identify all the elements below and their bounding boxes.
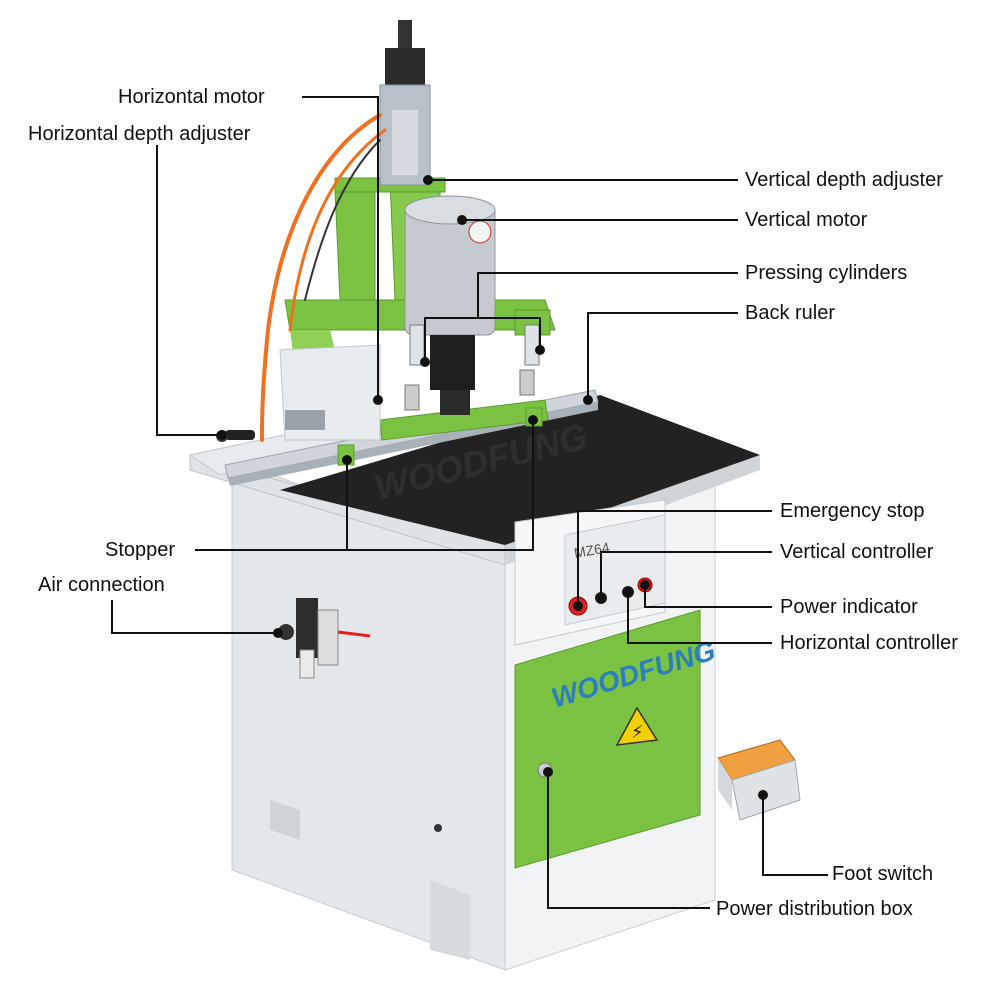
pressing-cylinders [404,324,540,411]
label-power-indicator: Power indicator [780,596,918,618]
label-stopper: Stopper [105,539,176,561]
warning-triangle-icon [615,706,659,746]
label-power-distribution-box: Power distribution box [716,898,913,920]
lightning-icon: ⚡ [631,722,644,742]
label-emergency-stop: Emergency stop [780,500,925,522]
air-hoses [260,113,387,442]
label-vertical-controller: Vertical controller [780,541,934,563]
label-horizontal-motor: Horizontal motor [118,86,265,108]
label-air-connection: Air connection [38,574,165,596]
label-horizontal-controller: Horizontal controller [780,632,958,654]
air-filter-unit [278,598,371,679]
vertical-column [379,20,431,186]
label-horizontal-depth-adjuster: Horizontal depth adjuster [28,123,251,145]
label-back-ruler: Back ruler [745,302,836,324]
label-vertical-depth-adjuster: Vertical depth adjuster [745,169,943,191]
label-pressing-cylinders: Pressing cylinders [745,262,908,284]
label-vertical-motor: Vertical motor [745,209,868,231]
leader-dots [217,175,768,800]
horizontal-motor-body [279,344,381,441]
distribution-box-door: WOODFUNG ⚡ [514,609,719,869]
label-foot-switch: Foot switch [832,863,934,885]
vertical-motor [404,195,496,415]
leader-lines [111,96,828,909]
foot-switch-pedal [717,739,801,821]
